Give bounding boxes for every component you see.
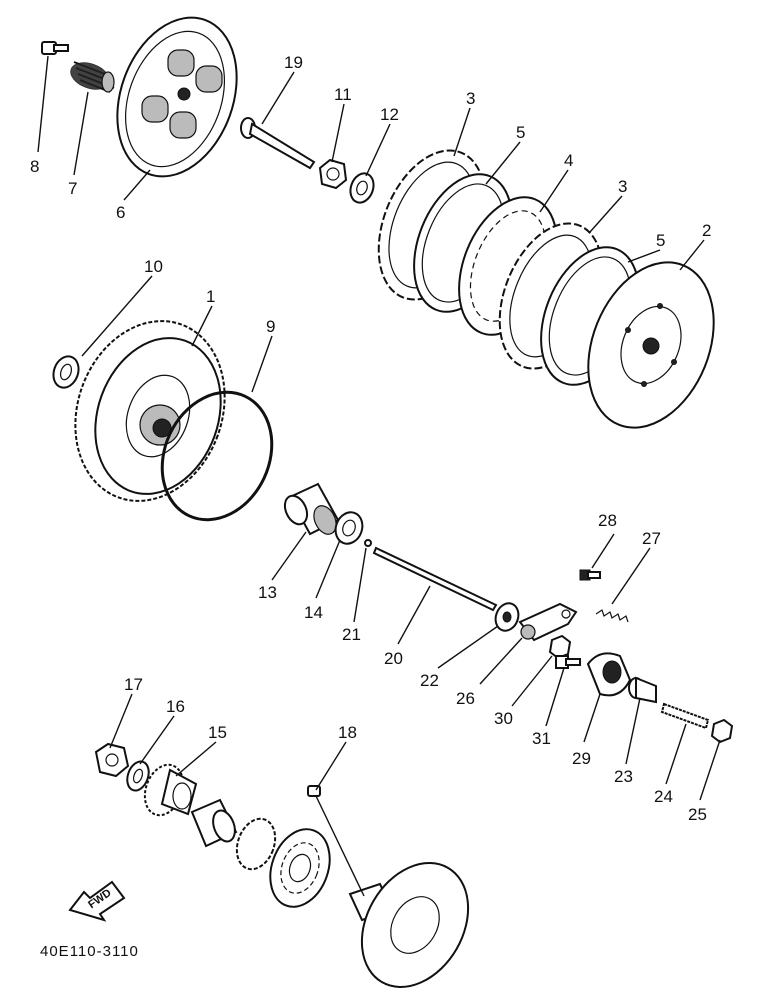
needle-bearing xyxy=(235,817,277,871)
part-20-push-rod xyxy=(372,546,498,612)
callout-12: 12 xyxy=(380,105,399,124)
callout-27: 27 xyxy=(642,529,661,548)
part-24-adjust-screw xyxy=(660,702,710,730)
part-28-screw xyxy=(579,569,601,581)
callout-19: 19 xyxy=(284,53,303,72)
callout-1: 1 xyxy=(206,287,215,306)
part-22-push-piece xyxy=(494,602,520,632)
part-7-spring xyxy=(70,61,115,93)
callout-21: 21 xyxy=(342,625,361,644)
callout-26: 26 xyxy=(456,689,475,708)
callout-18: 18 xyxy=(338,723,357,742)
part-9-o-ring xyxy=(160,390,274,522)
callout-16: 16 xyxy=(166,697,185,716)
callout-5b: 5 xyxy=(656,231,665,250)
callout-11: 11 xyxy=(334,85,352,104)
crankshaft xyxy=(348,862,470,988)
part-25-nut xyxy=(710,718,734,744)
callout-17: 17 xyxy=(124,675,143,694)
part-14-washer xyxy=(334,511,364,545)
callout-labels: 1 2 3 3 4 5 5 6 7 8 9 10 11 12 13 14 15 … xyxy=(30,53,711,824)
callout-25: 25 xyxy=(688,805,707,824)
callout-30: 30 xyxy=(494,709,513,728)
fwd-arrow-icon: FWD xyxy=(68,880,126,922)
callout-9: 9 xyxy=(266,317,275,336)
leader-lines xyxy=(37,55,721,897)
callout-15: 15 xyxy=(208,723,227,742)
part-11-nut xyxy=(318,158,348,190)
callout-28: 28 xyxy=(598,511,617,530)
part-8-bolt xyxy=(41,41,69,55)
callout-6: 6 xyxy=(116,203,125,222)
part-21-ball xyxy=(364,539,372,547)
callout-20: 20 xyxy=(384,649,403,668)
part-12-washer xyxy=(349,172,375,204)
callout-3b: 3 xyxy=(618,177,627,196)
part-29-cover xyxy=(586,652,632,697)
callout-10: 10 xyxy=(144,257,163,276)
part-13-bushing xyxy=(283,482,340,536)
part-15-primary-drive-gear xyxy=(143,763,198,817)
drawing-code: 40E110-3110 xyxy=(40,943,139,960)
callout-31: 31 xyxy=(532,729,551,748)
callout-7: 7 xyxy=(68,179,77,198)
callout-2: 2 xyxy=(702,221,711,240)
callout-23: 23 xyxy=(614,767,633,786)
callout-22: 22 xyxy=(420,671,439,690)
part-6-pressure-plate xyxy=(116,16,238,178)
ball-bearing xyxy=(269,828,331,908)
part-26-push-lever xyxy=(518,602,578,642)
callout-8: 8 xyxy=(30,157,39,176)
callout-29: 29 xyxy=(572,749,591,768)
part-23-adjuster xyxy=(628,676,657,704)
callout-4: 4 xyxy=(564,151,573,170)
part-17-nut xyxy=(94,742,130,778)
callout-3a: 3 xyxy=(466,89,475,108)
part-27-spring xyxy=(595,609,629,623)
callout-24: 24 xyxy=(654,787,673,806)
callout-5a: 5 xyxy=(516,123,525,142)
callout-14: 14 xyxy=(304,603,323,622)
part-30-nut xyxy=(548,634,572,660)
part-31-screw xyxy=(555,655,581,669)
part-1-clutch-housing xyxy=(74,320,226,502)
part-16-washer xyxy=(126,760,150,792)
part-19-push-rod xyxy=(240,117,316,170)
callout-13: 13 xyxy=(258,583,277,602)
collar xyxy=(190,798,238,848)
part-10-washer xyxy=(52,355,80,389)
